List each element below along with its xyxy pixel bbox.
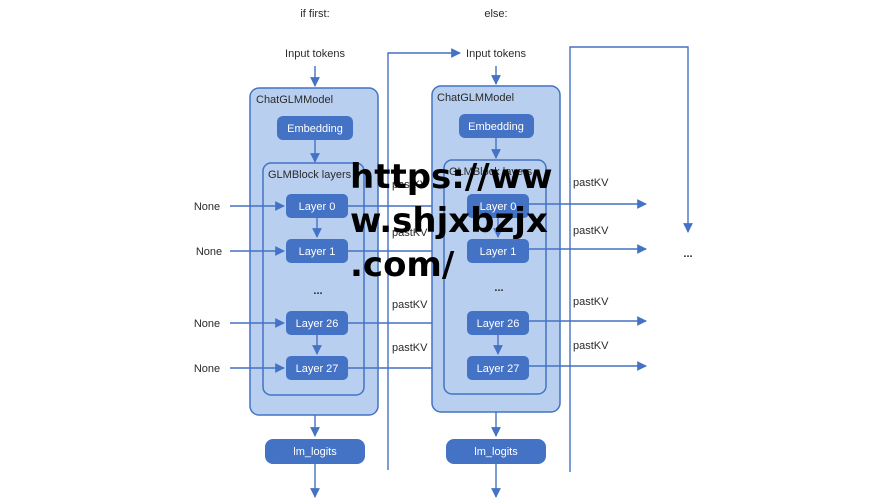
watermark-line: w.shjxbzjx — [350, 201, 548, 241]
left-layer-27 — [286, 356, 348, 380]
right-layer-0-label: Layer 0 — [480, 201, 517, 213]
token-loop-arrow — [387, 48, 461, 470]
right-ellipsis: ... — [683, 248, 692, 260]
pastkv-label-mid: pastKV — [392, 227, 428, 239]
left-none-input: None — [194, 201, 220, 213]
watermark-line: .com/ — [350, 245, 455, 285]
right-embedding-label: Embedding — [468, 121, 524, 133]
pastkv-label-mid: pastKV — [392, 179, 428, 191]
right-embedding-node — [459, 114, 534, 138]
left-lm-logits-node — [265, 439, 365, 464]
right-lm-logits-label: lm_logits — [474, 446, 518, 458]
left-layer-0 — [286, 194, 348, 218]
left-input-tokens: Input tokens — [285, 48, 345, 60]
left-embedding-label: Embedding — [287, 123, 343, 135]
left-layer-26 — [286, 311, 348, 335]
left-layer-26-label: Layer 26 — [296, 318, 339, 330]
right-layer-26 — [467, 311, 529, 335]
right-layer-ellipsis: ... — [494, 282, 503, 294]
right-layer-0 — [467, 194, 529, 218]
left-layer-1 — [286, 239, 348, 263]
left-none-input: None — [194, 363, 220, 375]
watermark: https://ww w.shjxbzjx .com/ — [350, 157, 553, 285]
right-input-tokens: Input tokens — [466, 48, 526, 60]
right-layer-1-label: Layer 1 — [480, 246, 517, 258]
header-else: else: — [484, 8, 507, 20]
right-lm-logits-node — [446, 439, 546, 464]
right-layer-1 — [467, 239, 529, 263]
pastkv-label-right: pastKV — [573, 340, 609, 352]
right-layer-27-label: Layer 27 — [477, 363, 520, 375]
pastkv-label-right: pastKV — [573, 177, 609, 189]
left-embedding-node — [277, 116, 353, 140]
left-layer-27-label: Layer 27 — [296, 363, 339, 375]
header-if-first: if first: — [300, 8, 329, 20]
left-none-input: None — [194, 318, 220, 330]
left-layer-1-label: Layer 1 — [299, 246, 336, 258]
left-layer-ellipsis: ... — [313, 285, 322, 297]
pastkv-label-right: pastKV — [573, 296, 609, 308]
left-block-label: GLMBlock layers — [268, 169, 352, 181]
pastkv-label-mid: pastKV — [392, 299, 428, 311]
left-block-panel — [262, 162, 365, 396]
right-block-panel — [443, 159, 547, 395]
left-lm-logits-label: lm_logits — [293, 446, 337, 458]
right-block-label: GLMBlock layers — [449, 166, 533, 178]
pastkv-label-right: pastKV — [573, 225, 609, 237]
left-none-input: None — [196, 246, 222, 258]
watermark-line: https://ww — [350, 157, 553, 197]
right-layer-27 — [467, 356, 529, 380]
left-layer-0-label: Layer 0 — [299, 201, 336, 213]
pastkv-label-mid: pastKV — [392, 342, 428, 354]
right-layer-26-label: Layer 26 — [477, 318, 520, 330]
left-model-label: ChatGLMModel — [256, 94, 333, 106]
right-model-label: ChatGLMModel — [437, 92, 514, 104]
right-loop-arrow — [569, 46, 693, 472]
